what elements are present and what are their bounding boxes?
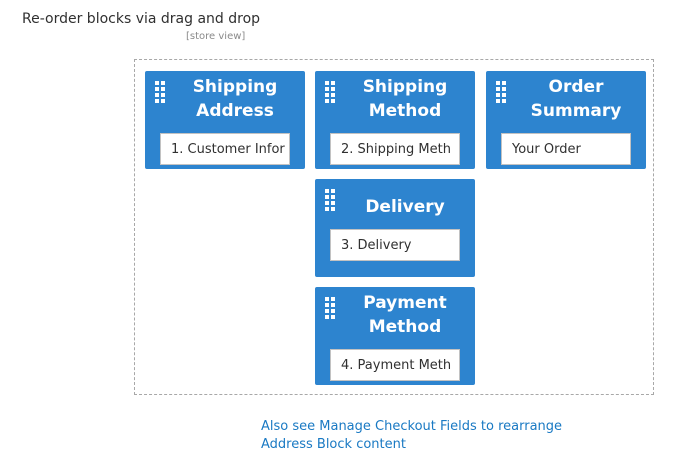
block-delivery[interactable]: Delivery [315, 179, 475, 277]
drag-handle-icon[interactable] [496, 81, 506, 105]
block-shipping-address[interactable]: Shipping Address [145, 71, 305, 169]
drag-handle-icon[interactable] [155, 81, 165, 105]
drag-handle-icon[interactable] [325, 81, 335, 105]
scope-label: [store view] [186, 31, 246, 42]
block-drop-area [134, 59, 654, 395]
block-title: Delivery [365, 197, 445, 217]
manage-checkout-fields-link[interactable]: Also see Manage Checkout Fields to rearr… [261, 419, 563, 452]
drag-handle-icon[interactable] [325, 297, 335, 321]
section-heading: Re-order blocks via drag and drop [22, 11, 261, 27]
block-title: Shipping Method [362, 77, 448, 121]
block-field-shipping-method[interactable] [330, 133, 460, 165]
drag-handle-icon[interactable] [325, 189, 335, 213]
block-field-order-summary[interactable] [501, 133, 631, 165]
block-field-shipping-address[interactable] [160, 133, 290, 165]
block-title: Order Summary [530, 77, 622, 121]
block-field-delivery[interactable] [330, 229, 460, 261]
block-shipping-method[interactable]: Shipping Method [315, 71, 475, 169]
block-payment-method[interactable]: Payment Method [315, 287, 475, 385]
block-order-summary[interactable]: Order Summary [486, 71, 646, 169]
block-title: Shipping Address [192, 77, 278, 121]
block-title: Payment Method [363, 293, 447, 337]
block-field-payment-method[interactable] [330, 349, 460, 381]
